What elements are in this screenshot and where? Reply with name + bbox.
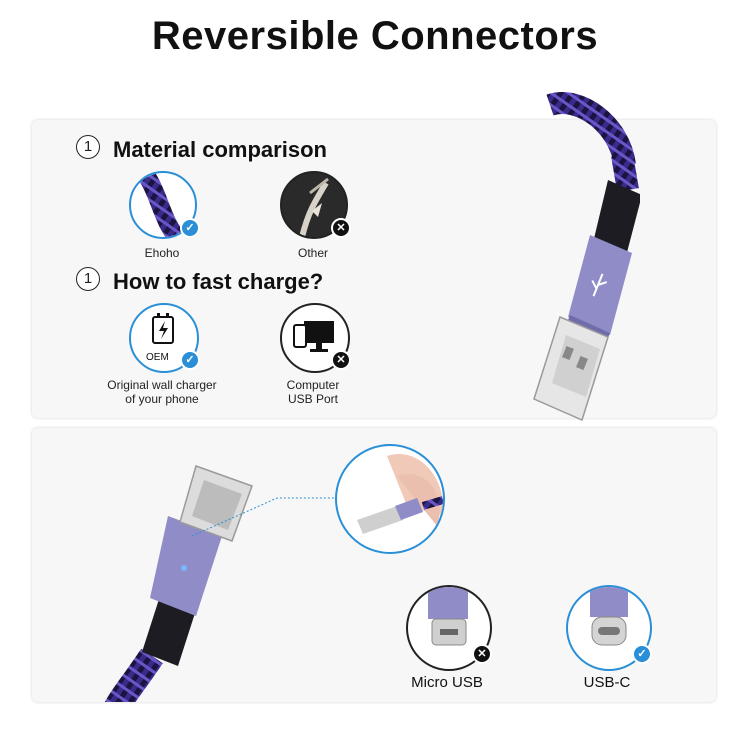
computer-icon bbox=[293, 321, 334, 352]
leader-line bbox=[192, 497, 342, 537]
page-title: Reversible Connectors bbox=[151, 14, 599, 58]
other-label: Other bbox=[297, 246, 328, 260]
usb-c-label: USB-C bbox=[583, 674, 631, 691]
check-icon: ✓ bbox=[180, 218, 200, 238]
check-icon: ✓ bbox=[632, 644, 652, 664]
material-comparison-heading: Material comparison bbox=[113, 137, 327, 162]
usb-c-cable-image bbox=[104, 465, 253, 702]
phone-icon bbox=[293, 324, 307, 348]
wall-charger-label-line2: of your phone bbox=[125, 392, 199, 406]
usb-a-cable-image bbox=[533, 92, 640, 422]
cross-icon: ✕ bbox=[331, 350, 351, 370]
computer-port-label-line2: USB Port bbox=[287, 392, 338, 406]
check-icon: ✓ bbox=[180, 350, 200, 370]
usb-symbol-icon bbox=[591, 273, 608, 297]
zoom-detail-image bbox=[335, 444, 445, 554]
charger-icon bbox=[152, 313, 174, 344]
micro-usb-label: Micro USB bbox=[411, 674, 483, 691]
computer-port-label: Computer USB Port bbox=[268, 378, 358, 406]
section-number-badge: 1 bbox=[76, 267, 100, 291]
oem-text: OEM bbox=[146, 352, 169, 363]
fast-charge-heading: How to fast charge? bbox=[113, 269, 324, 294]
wall-charger-label-line1: Original wall charger bbox=[107, 378, 217, 392]
wall-charger-label: Original wall charger of your phone bbox=[92, 378, 232, 406]
connector-panel: ✕ Micro USB ✓ USB-C bbox=[32, 428, 716, 702]
cross-icon: ✕ bbox=[331, 218, 351, 238]
section-number-badge: 1 bbox=[76, 135, 100, 159]
ehoho-label: Ehoho bbox=[144, 246, 180, 260]
usb-c-image bbox=[566, 585, 652, 671]
cross-icon: ✕ bbox=[472, 644, 492, 664]
computer-port-label-line1: Computer bbox=[286, 378, 340, 392]
